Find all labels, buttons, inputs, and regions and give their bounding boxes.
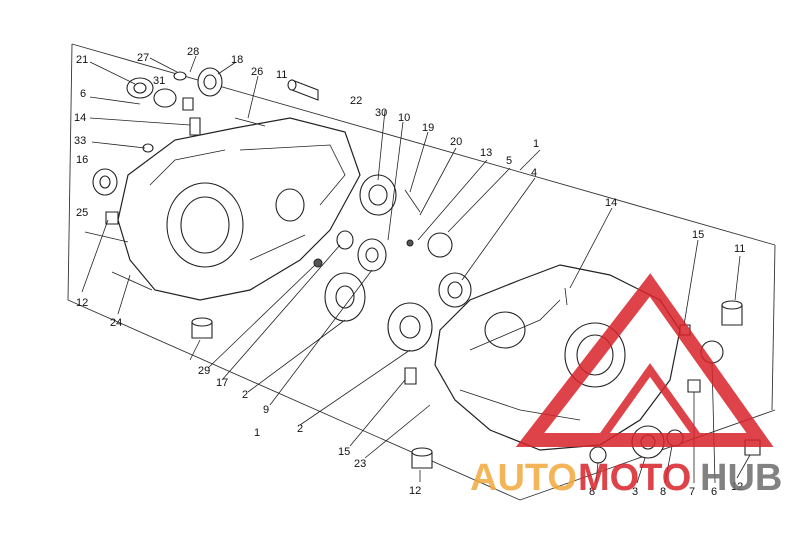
- callout-11: 11: [276, 69, 287, 81]
- callout-25: 25: [76, 207, 88, 219]
- watermark-logo: AUTO MOTO HUB: [470, 273, 782, 499]
- callout-13: 13: [480, 147, 492, 159]
- callout-19: 19: [422, 122, 434, 134]
- callout-14-right: 14: [605, 197, 617, 209]
- callout-15-right: 15: [692, 229, 704, 241]
- bushings-group: [105, 71, 761, 469]
- callout-28: 28: [187, 46, 199, 58]
- watermark-moto: MOTO: [578, 457, 691, 499]
- callout-14-left: 14: [74, 112, 86, 124]
- callout-29: 29: [198, 365, 210, 377]
- callout-1-bottom: 1: [254, 427, 260, 439]
- callout-1-top: 1: [533, 138, 539, 150]
- callout-33: 33: [74, 135, 86, 147]
- callout-5: 5: [506, 155, 512, 167]
- callout-15-left: 15: [338, 446, 350, 458]
- watermark-auto: AUTO: [470, 457, 577, 499]
- callout-6-left: 6: [80, 88, 86, 100]
- bearings-group: [92, 67, 724, 464]
- perspective-frame: [67, 43, 776, 501]
- callout-2-left: 2: [242, 389, 248, 401]
- callout-18: 18: [231, 54, 243, 66]
- callout-12-right: 12: [731, 481, 743, 493]
- callout-22: 22: [350, 95, 362, 107]
- callout-24: 24: [110, 317, 122, 329]
- callout-3: 3: [632, 486, 638, 498]
- callout-30: 30: [375, 107, 387, 119]
- callout-4: 4: [531, 167, 537, 179]
- callout-8-right: 8: [660, 486, 666, 498]
- bolts-group: [84, 117, 568, 306]
- callout-26: 26: [251, 66, 263, 78]
- callout-8-left: 8: [589, 486, 595, 498]
- callout-9: 9: [263, 404, 269, 416]
- callout-12-bottom: 12: [409, 485, 421, 497]
- callout-7: 7: [689, 486, 695, 498]
- left-crankcase-half: [117, 117, 361, 301]
- callout-labels: 21 27 28 18 26 11 22 30 10 19 20 13 5 4 …: [74, 46, 745, 498]
- callout-20: 20: [450, 136, 462, 148]
- callout-6-right: 6: [711, 486, 717, 498]
- callout-10: 10: [398, 112, 410, 124]
- callout-27: 27: [137, 52, 149, 64]
- leader-lines: [81, 55, 751, 484]
- callout-17: 17: [216, 377, 228, 389]
- callout-2-right: 2: [297, 423, 303, 435]
- callout-31: 31: [153, 75, 165, 87]
- watermark-hub: HUB: [700, 457, 782, 499]
- callout-16: 16: [76, 154, 88, 166]
- callout-21: 21: [76, 54, 88, 66]
- callout-23: 23: [354, 458, 366, 470]
- callout-12-left: 12: [76, 297, 88, 309]
- callout-11-right: 11: [734, 243, 745, 255]
